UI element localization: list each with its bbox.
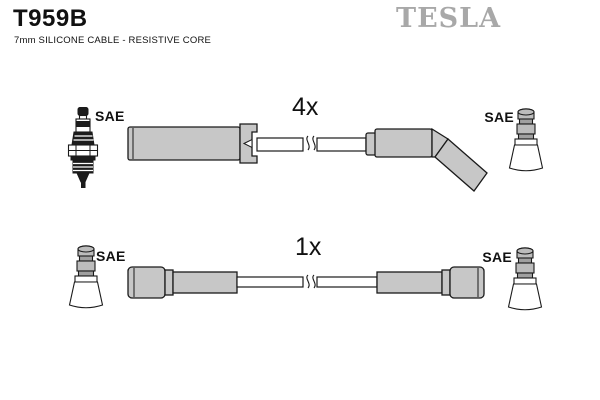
part-number: T959B [13, 5, 88, 32]
sae-label-bottom-left: SAE [96, 248, 126, 264]
cable-right-segment [316, 276, 378, 288]
sae-label-top-right: SAE [484, 109, 514, 125]
sae-label-top-left: SAE [95, 108, 125, 124]
cable-break-icon [312, 135, 316, 151]
quantity-label-1x: 1x [295, 233, 322, 261]
spark-plug-icon [67, 107, 99, 188]
sae-label-bottom-right: SAE [482, 249, 512, 265]
cable-right-segment [316, 137, 367, 152]
brand-logo: TESLA [396, 3, 502, 34]
left-neck [164, 269, 174, 296]
coil-connector-icon [507, 247, 543, 311]
terminal-slot [242, 138, 253, 149]
coil-connector-icon [508, 108, 544, 172]
cable-break-icon [306, 135, 310, 151]
straight-boot-to-angled-boot-cable [127, 123, 488, 192]
angled-boot-body [374, 128, 433, 158]
cable-break-icon [306, 274, 310, 289]
right-end-cap [449, 266, 485, 299]
cable-break-icon [312, 274, 316, 289]
coil-connector-icon [68, 245, 104, 309]
angled-boot-leg [434, 138, 488, 192]
cable-left-segment [236, 276, 304, 288]
product-subtitle: 7mm SILICONE CABLE - RESISTIVE CORE [14, 35, 212, 46]
left-boot-body [172, 271, 238, 294]
right-boot-body [376, 271, 443, 294]
plug-boot [127, 126, 241, 161]
cable-left-segment [256, 137, 304, 152]
straight-boot-both-ends-cable [127, 266, 485, 299]
right-neck [441, 269, 451, 296]
quantity-label-4x: 4x [292, 93, 319, 121]
